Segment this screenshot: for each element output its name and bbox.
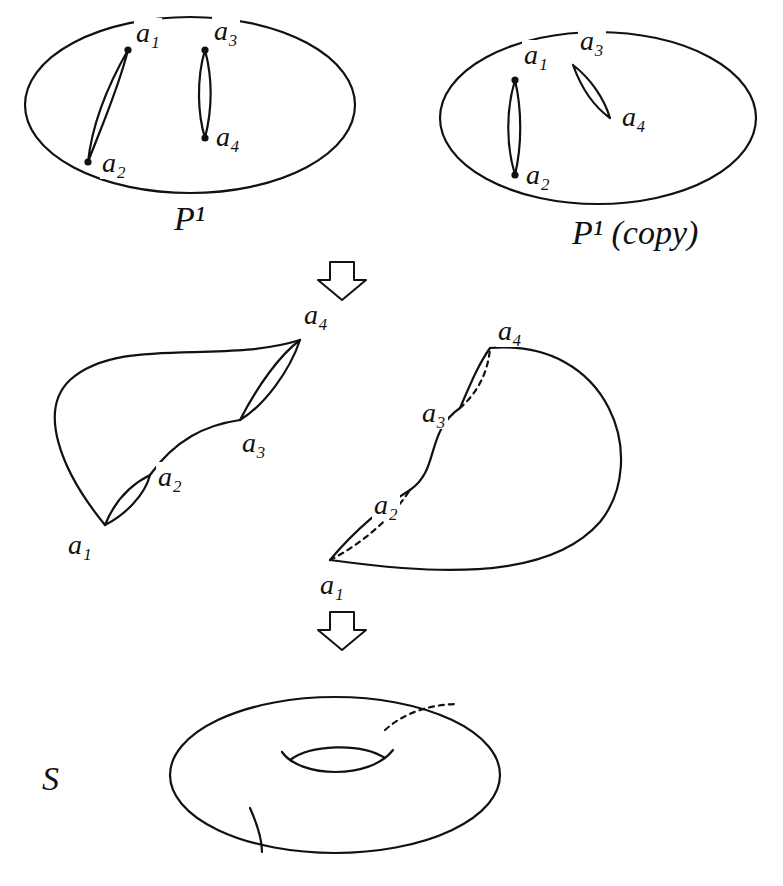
- surface-label: S: [40, 760, 61, 797]
- point-label: a₁: [522, 40, 550, 71]
- point-label: a₃: [240, 428, 268, 459]
- point-label: a₂: [524, 160, 552, 191]
- point-label: a₄: [302, 300, 330, 331]
- space-label: P¹: [172, 200, 207, 237]
- space-label: P¹ (copy): [570, 214, 700, 251]
- point-label: a₂: [156, 462, 184, 493]
- point-label: a₂: [372, 490, 400, 521]
- point-label: a₄: [496, 316, 524, 347]
- point-label: a₃: [420, 398, 448, 429]
- point-label: a₄: [620, 102, 648, 133]
- point-label: a₃: [578, 26, 606, 57]
- point-label: a₂: [100, 148, 128, 179]
- point-label: a₁: [66, 530, 94, 561]
- point-label: a₁: [134, 18, 162, 49]
- point-label: a₁: [318, 570, 346, 601]
- point-label: a₃: [212, 16, 240, 47]
- point-label: a₄: [214, 122, 242, 153]
